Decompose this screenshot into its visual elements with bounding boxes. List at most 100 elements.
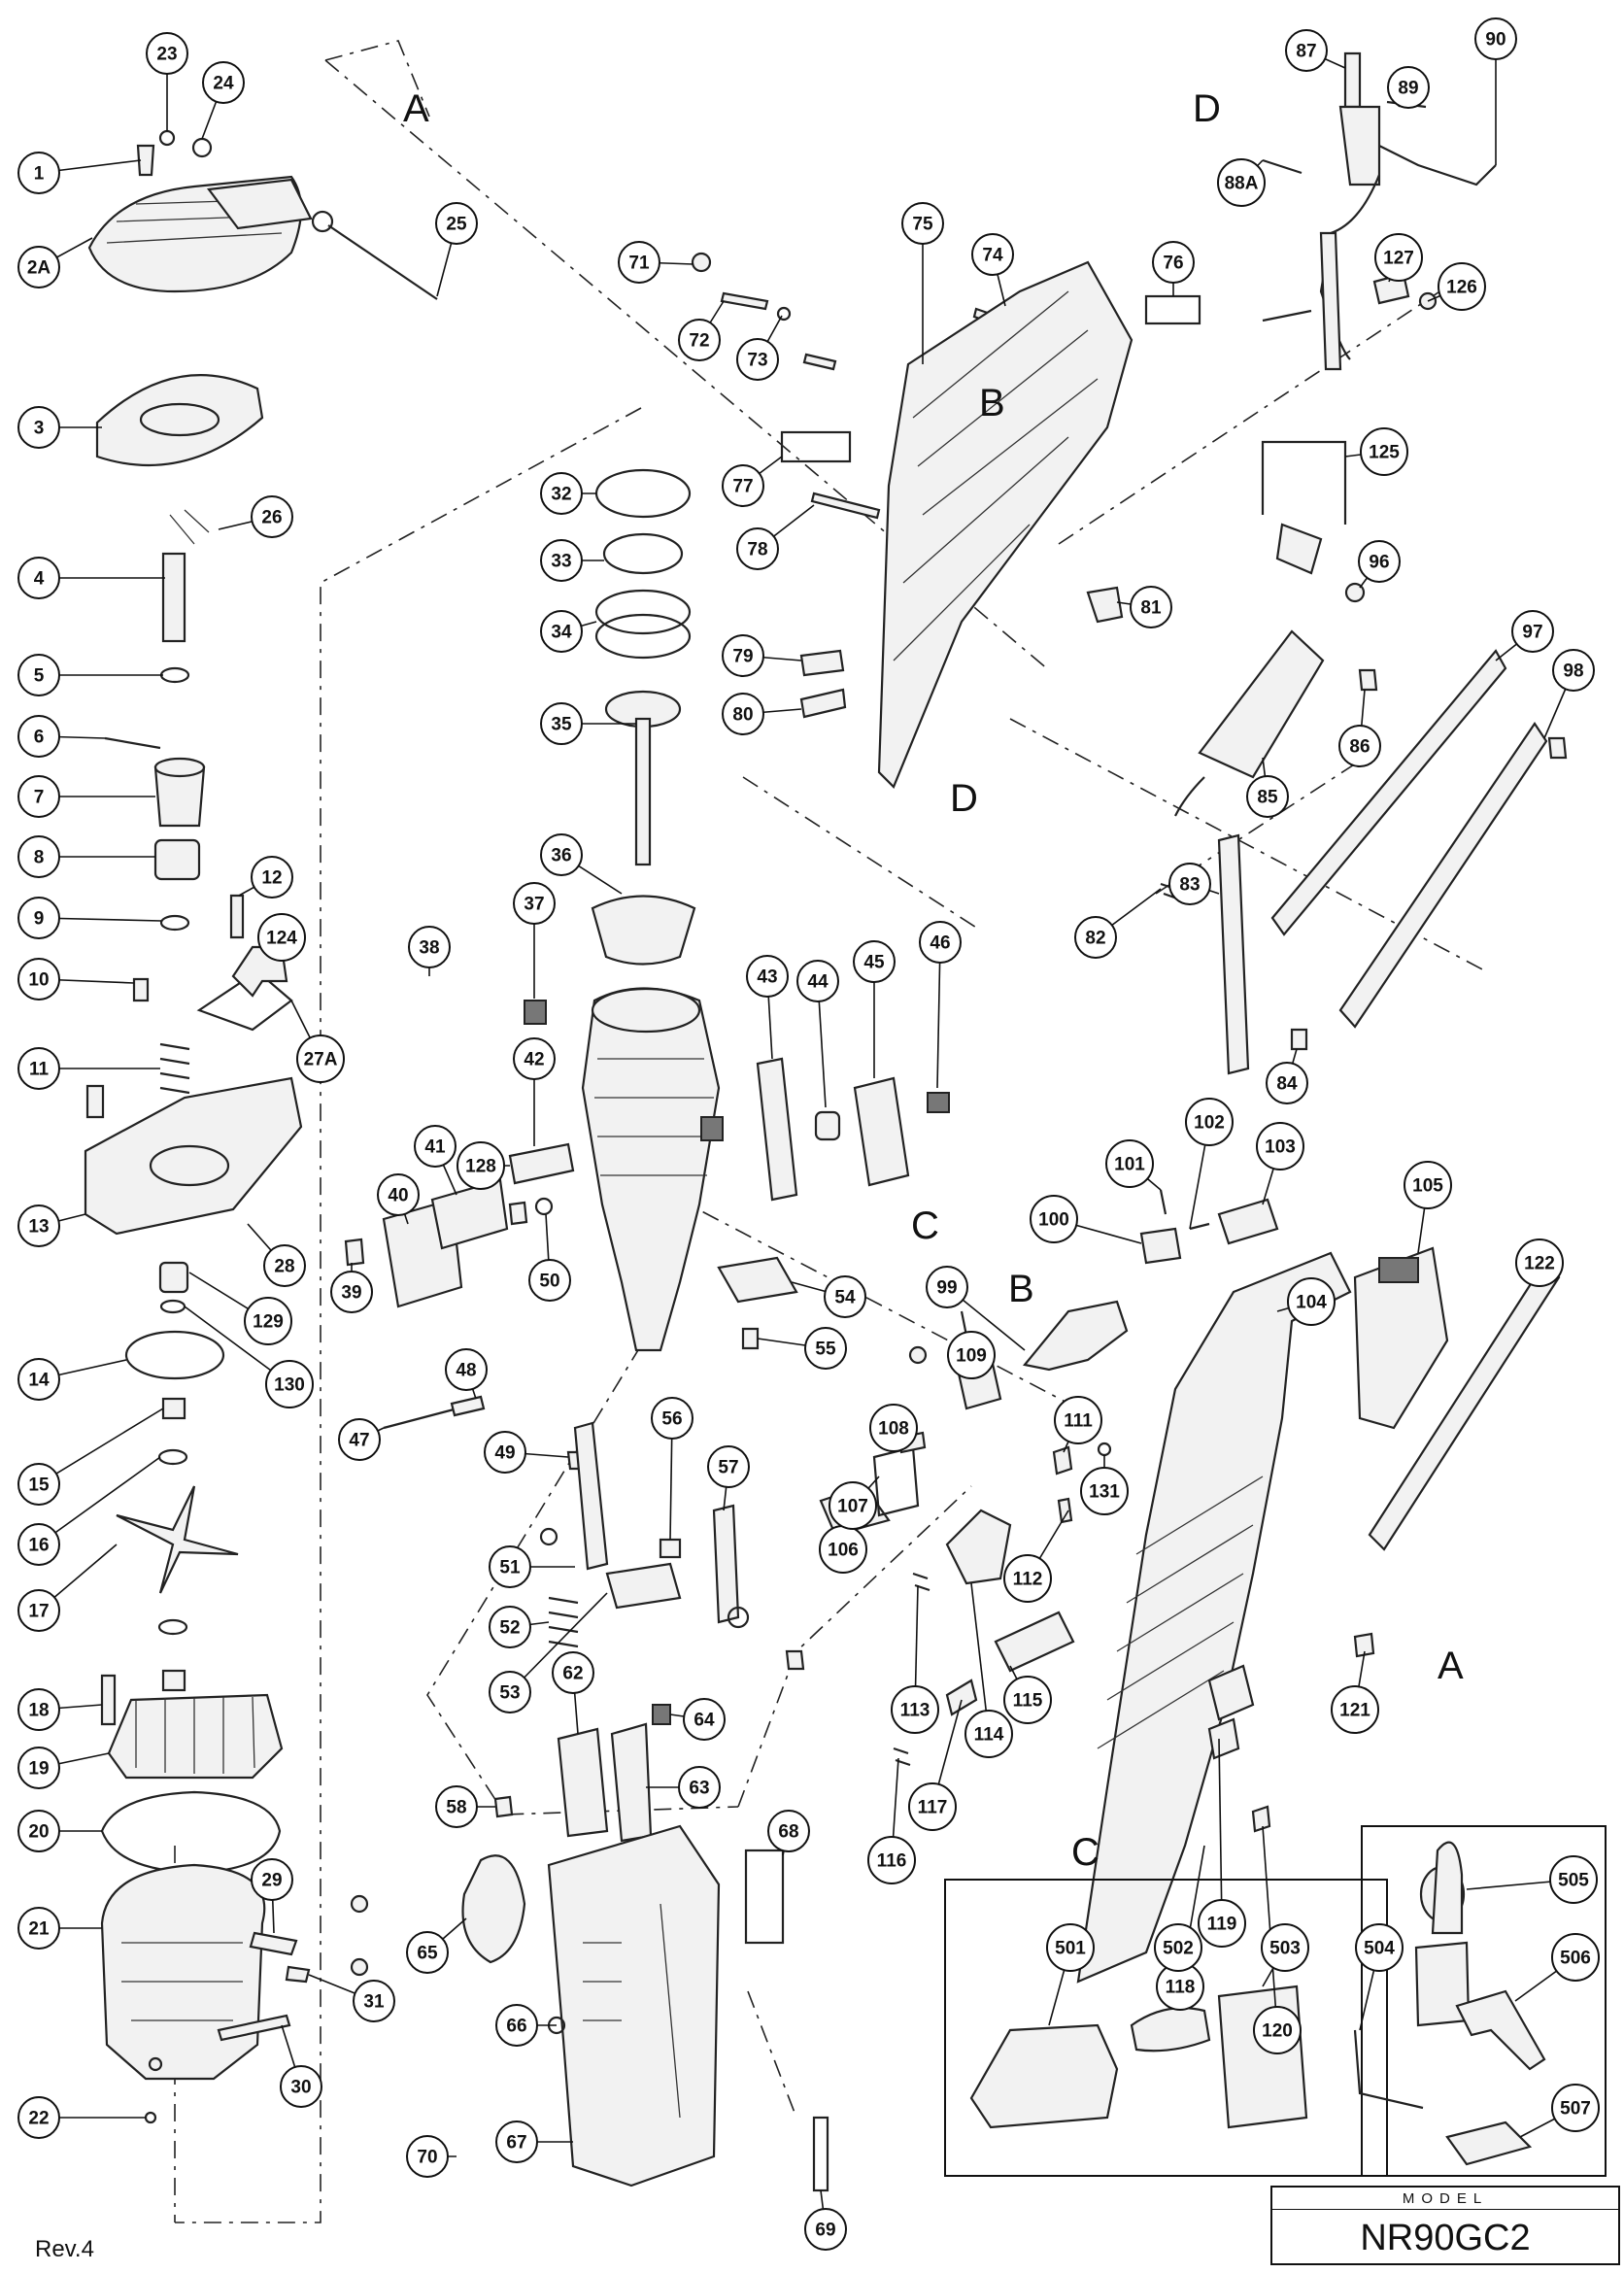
- part-number-label: 501: [1055, 1939, 1086, 1959]
- part-number-label: 71: [628, 254, 650, 274]
- cylinder-body-drawing: [581, 987, 721, 1352]
- part-callout-131: 131: [1080, 1467, 1129, 1515]
- part-number-label: 70: [417, 2148, 437, 2168]
- accessory-drawings: [969, 1841, 1546, 2166]
- model-caption: MODEL: [1272, 2189, 1618, 2210]
- part-number-label: 75: [912, 215, 933, 235]
- nose-body-drawing: [547, 1824, 721, 2188]
- part-callout-17: 17: [17, 1589, 60, 1632]
- part-number-label: 116: [877, 1851, 907, 1872]
- part-callout-67: 67: [495, 2120, 538, 2163]
- part-number-label: 21: [28, 1919, 50, 1940]
- part-number-label: 100: [1038, 1210, 1069, 1231]
- part-number-label: 47: [349, 1431, 369, 1451]
- part-number-label: 68: [778, 1822, 798, 1843]
- part-callout-89: 89: [1387, 66, 1430, 109]
- part-callout-12: 12: [251, 856, 293, 899]
- part-callout-96: 96: [1358, 540, 1401, 583]
- part-callout-22: 22: [17, 2096, 60, 2139]
- part-callout-36: 36: [540, 833, 583, 876]
- part-number-label: 107: [837, 1497, 868, 1517]
- main-housing-drawing: [1076, 1251, 1352, 1984]
- part-number-label: 80: [732, 705, 753, 726]
- part-callout-2a: 2A: [17, 246, 60, 288]
- part-callout-70: 70: [406, 2135, 449, 2178]
- part-callout-122: 122: [1515, 1238, 1564, 1287]
- part-drawings: [84, 51, 1568, 2192]
- part-number-label: 40: [388, 1186, 408, 1206]
- part-callout-57: 57: [707, 1445, 750, 1488]
- part-callout-90: 90: [1474, 17, 1517, 60]
- part-callout-130: 130: [265, 1360, 314, 1408]
- part-number-label: 65: [417, 1944, 438, 1964]
- part-callout-45: 45: [853, 940, 896, 983]
- part-number-label: 504: [1364, 1939, 1395, 1959]
- part-number-label: 109: [956, 1346, 987, 1367]
- part-callout-62: 62: [552, 1651, 594, 1694]
- part-number-label: 104: [1296, 1293, 1327, 1313]
- part-number-label: 24: [213, 74, 234, 94]
- part-callout-65: 65: [406, 1931, 449, 1974]
- part-callout-125: 125: [1360, 427, 1408, 476]
- part-number-label: 58: [446, 1798, 466, 1818]
- part-callout-18: 18: [17, 1688, 60, 1731]
- part-number-label: 2A: [27, 258, 51, 279]
- part-callout-54: 54: [824, 1275, 866, 1318]
- part-callout-52: 52: [489, 1606, 531, 1648]
- battery-drawing: [1353, 1246, 1449, 1430]
- part-callout-100: 100: [1030, 1195, 1078, 1243]
- part-number-label: 8: [34, 848, 45, 868]
- part-number-label: 74: [982, 246, 1003, 266]
- part-number-label: 7: [34, 788, 45, 808]
- part-callout-16: 16: [17, 1523, 60, 1566]
- part-callout-69: 69: [804, 2208, 847, 2251]
- part-callout-103: 103: [1256, 1122, 1304, 1170]
- part-number-label: 96: [1369, 553, 1389, 573]
- part-number-label: 502: [1163, 1939, 1194, 1959]
- part-callout-121: 121: [1331, 1685, 1379, 1734]
- part-number-label: 43: [757, 967, 777, 988]
- part-callout-46: 46: [919, 921, 962, 964]
- part-callout-7: 7: [17, 775, 60, 818]
- part-number-label: 118: [1166, 1978, 1196, 1998]
- part-callout-28: 28: [263, 1244, 306, 1287]
- part-number-label: 77: [732, 477, 753, 497]
- part-number-label: 3: [34, 419, 45, 439]
- part-number-label: 102: [1194, 1113, 1225, 1134]
- part-callout-24: 24: [202, 61, 245, 104]
- part-callout-26: 26: [251, 495, 293, 538]
- part-number-label: 507: [1560, 2099, 1591, 2120]
- model-name: NR90GC2: [1360, 2218, 1531, 2258]
- part-callout-101: 101: [1105, 1139, 1154, 1188]
- part-number-label: 69: [815, 2221, 835, 2241]
- part-callout-23: 23: [146, 32, 188, 75]
- part-number-label: 131: [1089, 1482, 1120, 1503]
- part-number-label: 115: [1013, 1691, 1043, 1712]
- part-callout-44: 44: [796, 960, 839, 1002]
- part-number-label: 128: [465, 1157, 496, 1177]
- part-number-label: 46: [930, 933, 950, 954]
- part-callout-1: 1: [17, 152, 60, 194]
- part-callout-114: 114: [964, 1710, 1013, 1758]
- part-number-label: 32: [551, 485, 571, 505]
- part-number-label: 108: [878, 1419, 909, 1440]
- part-callout-128: 128: [457, 1141, 505, 1190]
- part-callout-71: 71: [618, 241, 660, 284]
- part-number-label: 52: [499, 1618, 520, 1639]
- part-number-label: 63: [689, 1779, 709, 1799]
- part-number-label: 62: [562, 1664, 583, 1684]
- part-number-label: 28: [274, 1257, 294, 1277]
- reference-letters: A A B B C C D D: [403, 87, 1464, 1874]
- part-number-label: 67: [506, 2133, 526, 2154]
- part-callout-112: 112: [1003, 1554, 1052, 1603]
- part-number-label: 27A: [304, 1050, 338, 1070]
- part-callout-39: 39: [330, 1271, 373, 1313]
- part-callout-81: 81: [1130, 586, 1172, 628]
- part-number-label: 45: [863, 953, 885, 973]
- part-callout-74: 74: [971, 233, 1014, 276]
- part-callout-115: 115: [1003, 1676, 1052, 1724]
- ref-letter-b: B: [979, 382, 1005, 424]
- part-number-label: 90: [1485, 30, 1506, 51]
- part-callout-77: 77: [722, 464, 764, 507]
- part-callout-129: 129: [244, 1297, 292, 1345]
